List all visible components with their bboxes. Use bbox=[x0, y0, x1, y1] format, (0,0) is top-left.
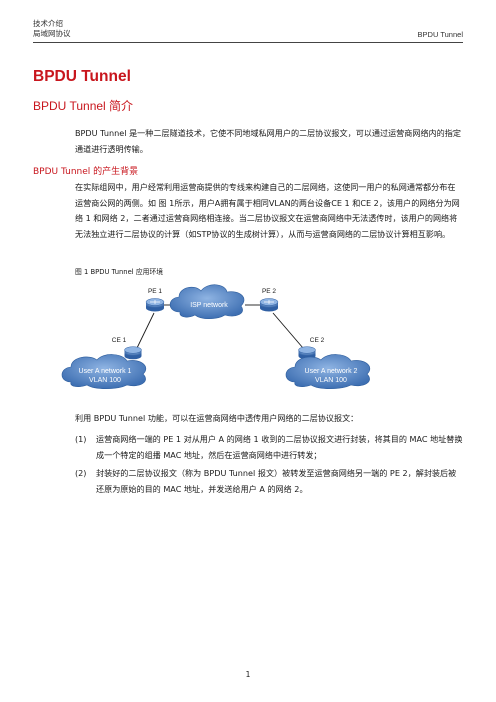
user-network-2-cloud: User A network 2 VLAN 100 bbox=[285, 354, 371, 390]
link-pe1-ce1 bbox=[136, 312, 155, 349]
figure-caption: 图 1 BPDU Tunnel 应用环境 bbox=[75, 268, 164, 276]
link-pe2-ce2 bbox=[272, 312, 304, 349]
list-item-text: 运营商网络一端的 PE 1 对从用户 A 的网络 1 收到的二层协议报文进行封装… bbox=[96, 434, 463, 460]
header-divider bbox=[33, 42, 463, 43]
network-diagram: ISP network PE 1 PE 2 CE 1 CE 2 User A n… bbox=[61, 284, 371, 390]
isp-cloud: ISP network bbox=[169, 284, 245, 320]
network-1-name: User A network 1 bbox=[79, 368, 132, 375]
background-paragraph: 在实际组网中，用户经常利用运营商提供的专线来构建自己的二层网络，这使同一用户的私… bbox=[75, 182, 460, 239]
intro-paragraph: BPDU Tunnel 是一种二层隧道技术，它使不同地域私网用户的二层协议报文，… bbox=[75, 128, 461, 154]
ce1-label: CE 1 bbox=[112, 337, 127, 344]
after-figure-paragraph: 利用 BPDU Tunnel 功能，可以在运营商网络中透传用户网络的二层协议报文… bbox=[75, 413, 359, 423]
header-left: 技术介绍 局域网协议 bbox=[33, 19, 71, 39]
header-category: 技术介绍 bbox=[33, 19, 63, 28]
pe1-router-icon bbox=[145, 298, 165, 312]
network-2-vlan: VLAN 100 bbox=[315, 377, 347, 384]
isp-cloud-label: ISP network bbox=[190, 302, 228, 309]
network-2-name: User A network 2 bbox=[305, 368, 358, 375]
list-item-text: 封装好的二层协议报文（称为 BPDU Tunnel 报文）被转发至运营商网络另一… bbox=[96, 468, 457, 494]
header-right: BPDU Tunnel bbox=[417, 30, 463, 39]
pe2-label: PE 2 bbox=[262, 288, 276, 295]
list-item-number: (2) bbox=[75, 468, 87, 478]
network-1-vlan: VLAN 100 bbox=[89, 377, 121, 384]
page-number: 1 bbox=[245, 670, 251, 679]
pe2-router-icon bbox=[259, 298, 279, 312]
pe1-label: PE 1 bbox=[148, 288, 162, 295]
header-subcategory: 局域网协议 bbox=[33, 29, 71, 38]
ce2-label: CE 2 bbox=[310, 337, 325, 344]
subsection-title: BPDU Tunnel 的产生背景 bbox=[33, 167, 139, 177]
user-network-1-cloud: User A network 1 VLAN 100 bbox=[61, 354, 147, 390]
list-item-number: (1) bbox=[75, 434, 87, 444]
page-title: BPDU Tunnel bbox=[33, 68, 131, 85]
section-title: BPDU Tunnel 简介 bbox=[33, 99, 134, 113]
ce1-router-icon bbox=[124, 346, 142, 360]
